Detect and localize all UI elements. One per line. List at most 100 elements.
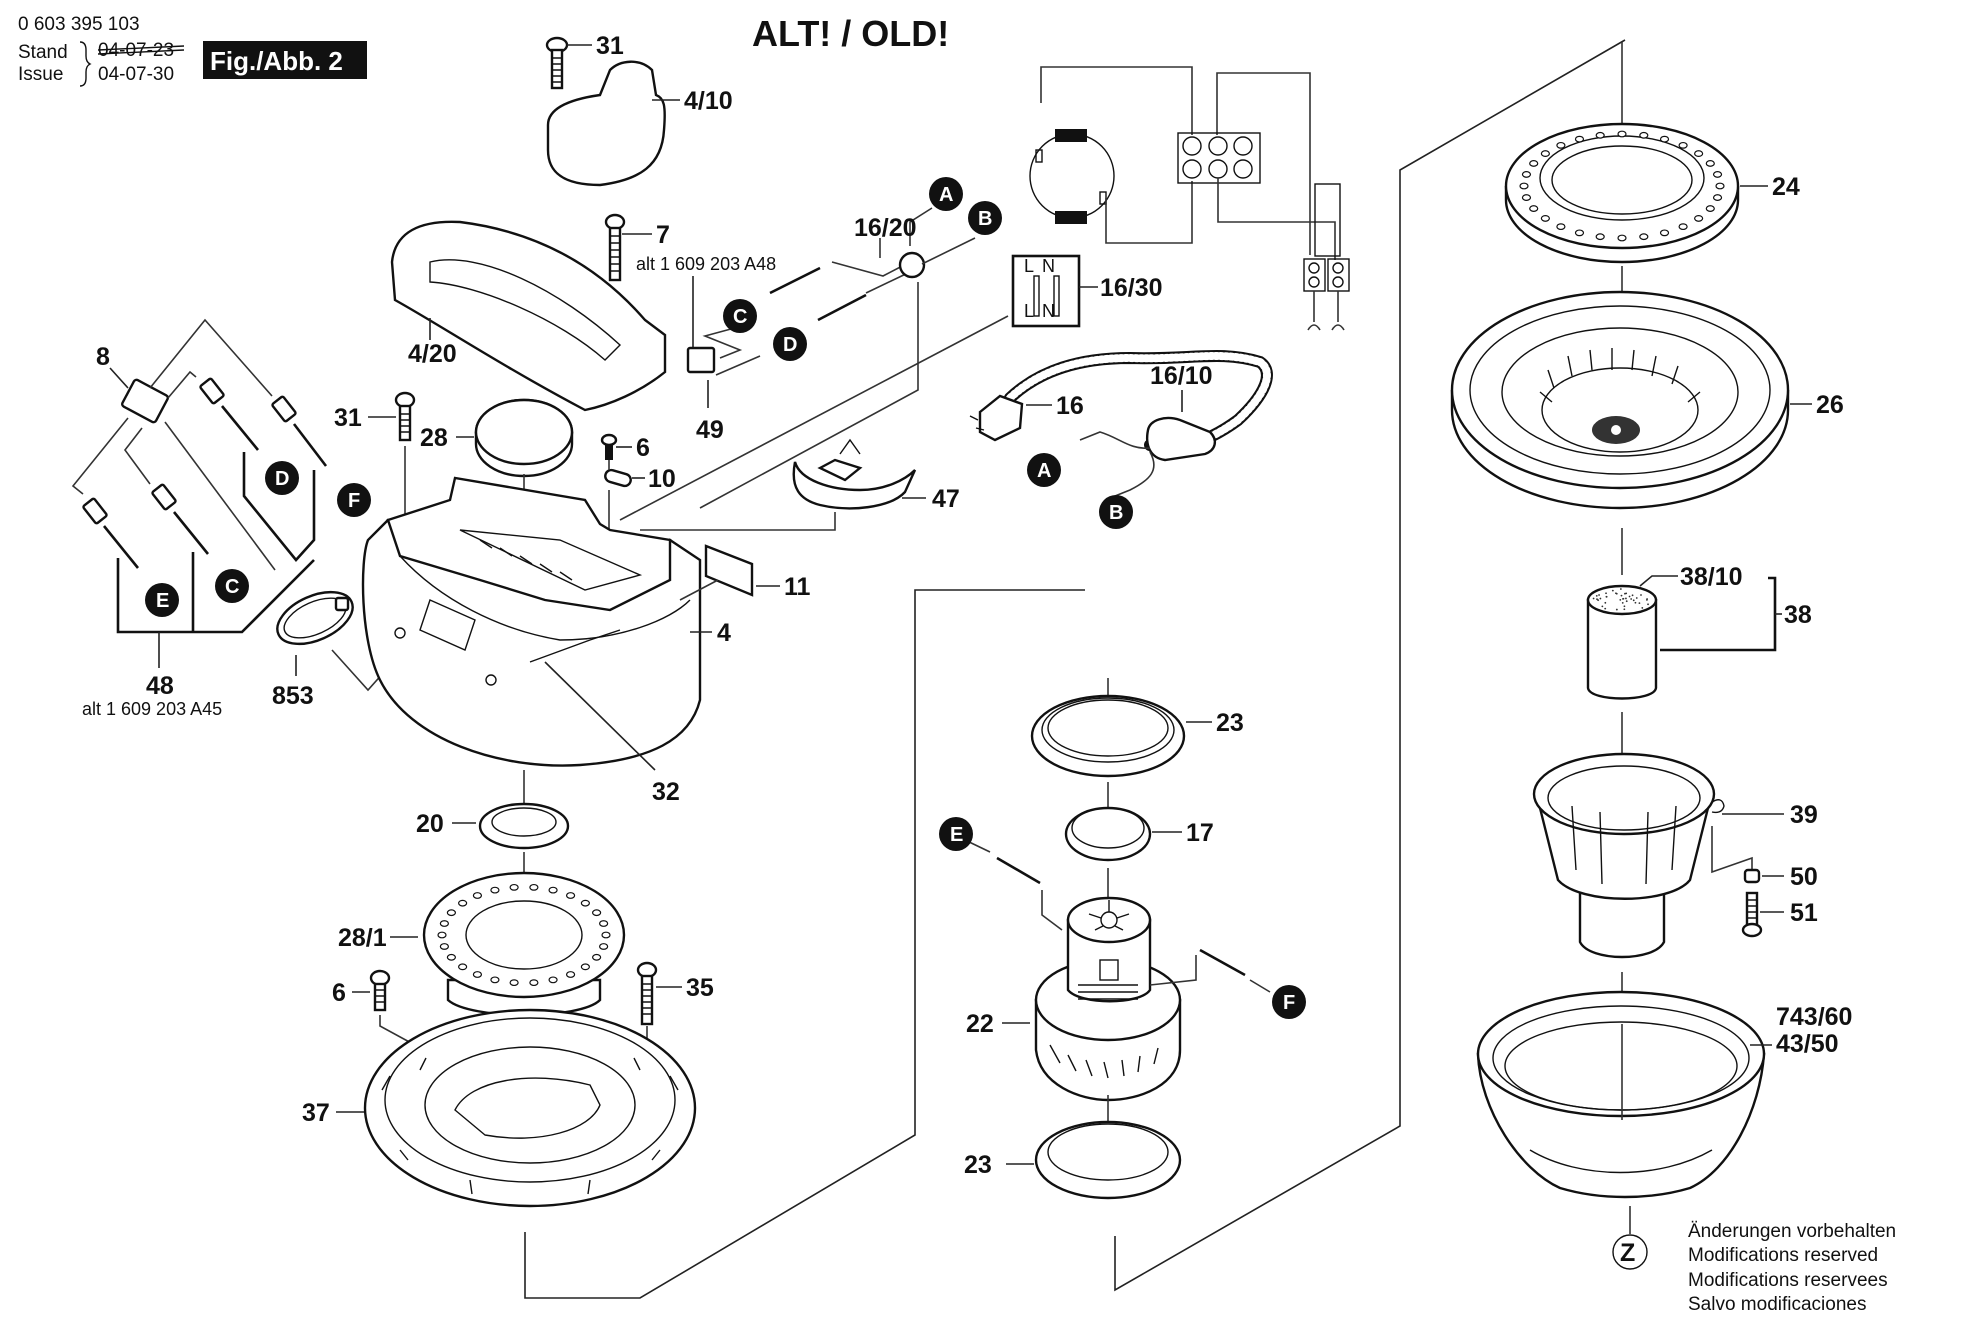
hole <box>567 972 575 978</box>
screw-31-top <box>547 38 567 88</box>
filter-dot <box>1646 598 1648 600</box>
alt-note-48: alt 1 609 203 A45 <box>82 699 222 719</box>
hole <box>1530 206 1538 212</box>
hole <box>593 955 601 961</box>
hole <box>473 893 481 899</box>
callout-23-top: 23 <box>1216 709 1244 737</box>
hole <box>510 885 518 891</box>
note-line-fr: Modifications reservees <box>1688 1270 1888 1291</box>
callout-37: 37 <box>302 1099 330 1127</box>
filter-dot <box>1626 600 1628 602</box>
filter-dot <box>1598 594 1600 596</box>
callout-28: 28 <box>420 424 448 452</box>
switch-bottom-left: L <box>1024 301 1034 321</box>
connector-c-left: C <box>215 569 249 603</box>
hole <box>1706 161 1714 167</box>
filter-dot <box>1605 592 1607 594</box>
filter-dot <box>1622 602 1624 604</box>
filter-38-10 <box>1588 586 1656 699</box>
callout-4-10: 4/10 <box>684 87 733 115</box>
hole <box>491 887 499 893</box>
svg-text:D: D <box>275 468 289 490</box>
filter-dot <box>1597 599 1599 601</box>
terminal-lead-c <box>152 484 208 554</box>
connector-49 <box>688 348 714 372</box>
callout-48: 48 <box>146 672 174 700</box>
hole <box>600 921 608 927</box>
svg-text:D: D <box>783 334 797 356</box>
svg-text:F: F <box>1283 992 1295 1014</box>
filter-dot <box>1630 598 1632 600</box>
switch-8 <box>121 379 169 423</box>
connector-c-top: C <box>723 299 757 333</box>
hole <box>459 964 467 970</box>
terminal-lead-d <box>200 378 258 450</box>
filter-dot <box>1600 598 1602 600</box>
callout-4: 4 <box>717 619 731 647</box>
hole <box>459 900 467 906</box>
ring-23-top <box>1032 696 1184 776</box>
filter-dot <box>1616 593 1618 595</box>
hole <box>1640 133 1648 139</box>
svg-text:B: B <box>1109 502 1123 524</box>
hole <box>549 977 557 983</box>
callout-6-lower: 6 <box>332 979 346 1007</box>
stand-label: Stand <box>18 42 68 63</box>
callout-32: 32 <box>652 778 680 806</box>
housing-assembly: 31 28 6 10 4 32 <box>334 393 731 810</box>
hole <box>1522 195 1530 201</box>
issue-date: 04-07-30 <box>98 64 174 85</box>
hole <box>530 980 538 986</box>
hole <box>1706 206 1714 212</box>
filter-dot <box>1647 603 1649 605</box>
svg-text:E: E <box>156 590 169 612</box>
hole <box>567 893 575 899</box>
connector-a-cord: A <box>1027 453 1061 487</box>
callout-28-1: 28/1 <box>338 924 387 952</box>
power-cord-assembly: 16 16/10 <box>970 356 1267 498</box>
svg-text:F: F <box>348 490 360 512</box>
callout-4-20: 4/20 <box>408 340 457 368</box>
hole <box>1557 224 1565 230</box>
filter-dot <box>1624 605 1626 607</box>
callout-38: 38 <box>1784 601 1812 629</box>
terminal-16-20 <box>900 253 924 277</box>
filter-dot <box>1629 596 1631 598</box>
callout-16-30: 16/30 <box>1100 274 1163 302</box>
callout-10: 10 <box>648 465 676 493</box>
hole <box>1640 234 1648 240</box>
hole <box>510 980 518 986</box>
filter-dot <box>1596 595 1598 597</box>
hole <box>593 910 601 916</box>
screw-7 <box>606 215 624 280</box>
callout-17: 17 <box>1186 819 1214 847</box>
connector-b-cord: B <box>1099 495 1133 529</box>
hole <box>1679 224 1687 230</box>
callout-35: 35 <box>686 974 714 1002</box>
hole <box>1695 151 1703 157</box>
filter-dot <box>1641 607 1643 609</box>
hole <box>1596 133 1604 139</box>
motor-symbol <box>1030 134 1114 218</box>
hole <box>549 887 557 893</box>
filter-dot <box>1623 608 1625 610</box>
cover-26 <box>1452 292 1788 508</box>
callout-16-10: 16/10 <box>1150 362 1213 390</box>
nut-50 <box>1745 870 1759 882</box>
hole <box>1714 195 1722 201</box>
switch-16-30: L N L N 16/30 <box>620 256 1163 520</box>
svg-text:C: C <box>225 576 239 598</box>
hole <box>438 932 446 938</box>
callout-50: 50 <box>1790 863 1818 891</box>
hole <box>1716 183 1724 189</box>
callout-853: 853 <box>272 682 314 710</box>
filter-dot <box>1622 598 1624 600</box>
connector-d-top: D <box>773 327 807 361</box>
hole <box>1557 143 1565 149</box>
svg-text:B: B <box>978 208 992 230</box>
callout-24: 24 <box>1772 173 1800 201</box>
hole <box>1541 216 1549 222</box>
hole <box>1596 234 1604 240</box>
hole <box>530 885 538 891</box>
terminal-lead-e <box>83 498 138 568</box>
